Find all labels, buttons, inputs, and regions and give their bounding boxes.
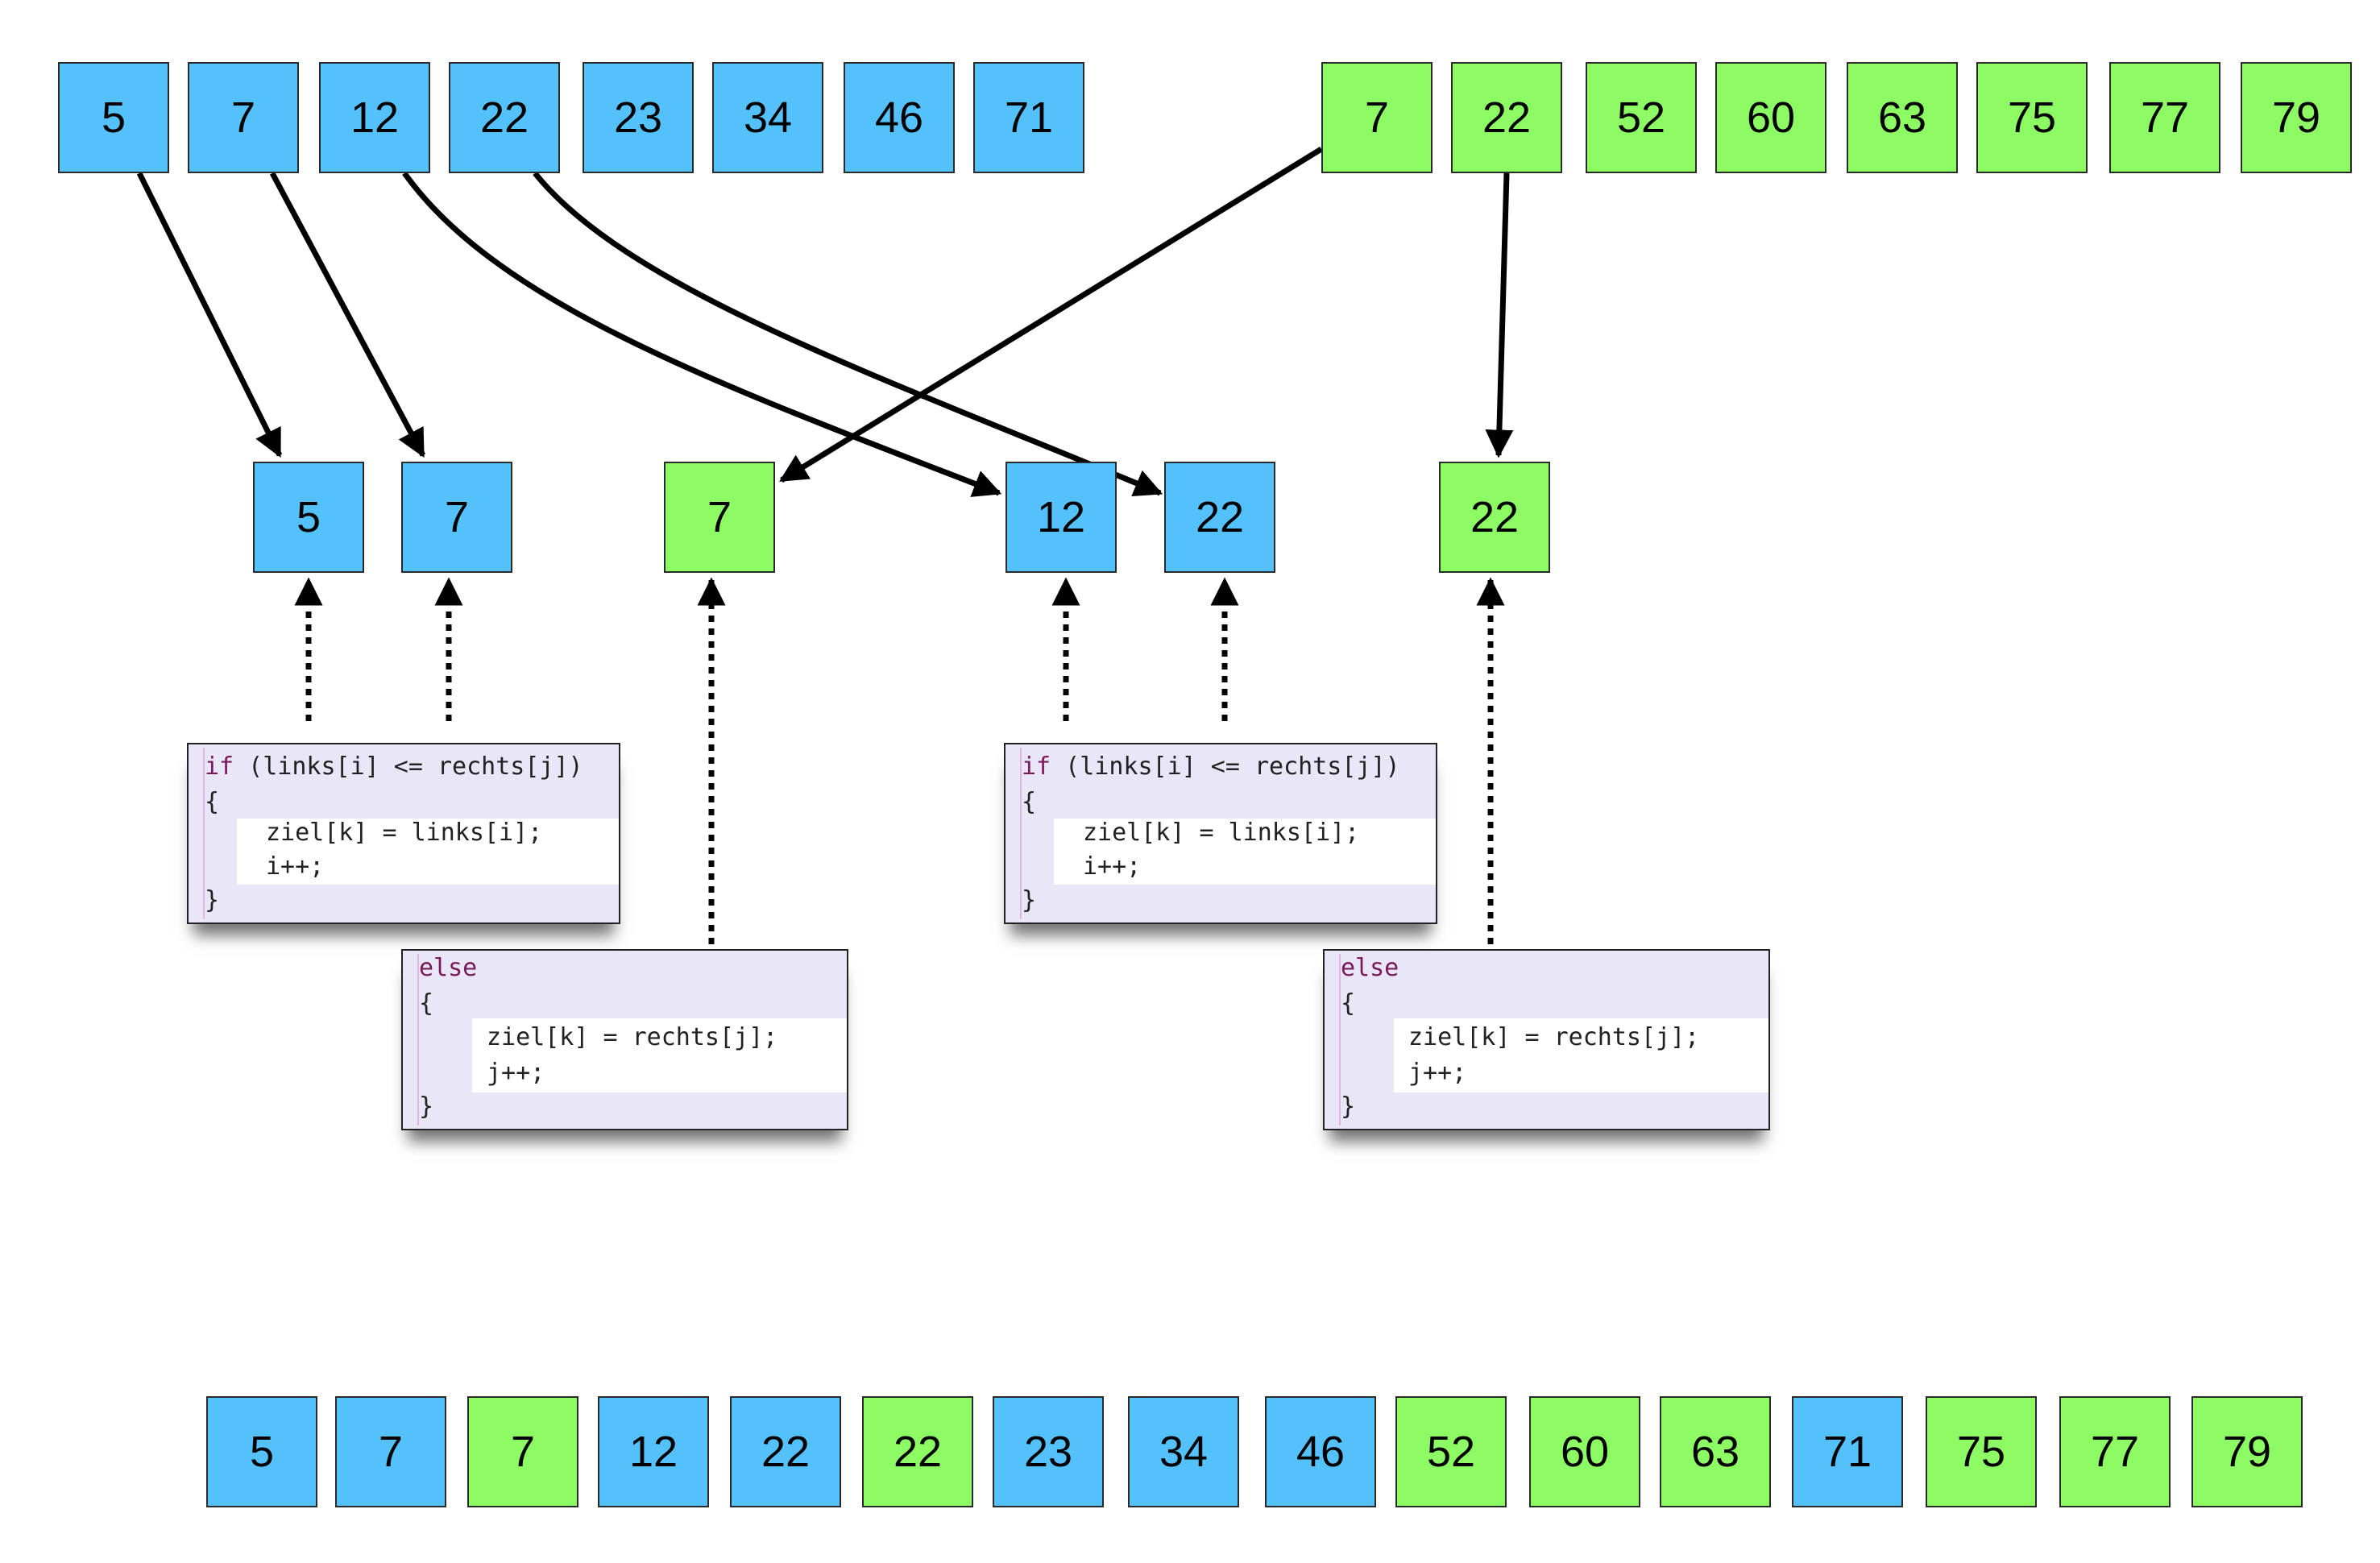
result-cell: 22 (862, 1396, 973, 1507)
intermediate-cell: 12 (1005, 462, 1117, 573)
result-cell: 12 (598, 1396, 709, 1507)
right-array-cell: 77 (2109, 62, 2220, 173)
arrow-left-5 (136, 172, 283, 458)
right-array-cell: 63 (1847, 62, 1958, 173)
result-cell: 5 (206, 1396, 317, 1507)
intermediate-cell: 5 (253, 462, 364, 573)
code-else-box: else { ziel[k] = rechts[j]; j++; } (1323, 949, 1770, 1130)
result-cell: 60 (1529, 1396, 1640, 1507)
code-line: } (1022, 886, 1037, 914)
code-line: ziel[k] = rechts[j]; (487, 1023, 778, 1051)
result-cell: 7 (335, 1396, 446, 1507)
code-if-box: if (links[i] <= rechts[j]) { ziel[k] = l… (187, 743, 620, 924)
result-cell: 22 (730, 1396, 841, 1507)
left-array-cell: 7 (188, 62, 299, 173)
result-cell: 75 (1926, 1396, 2037, 1507)
left-array-cell: 71 (973, 62, 1084, 173)
arrow-left-7 (269, 172, 426, 458)
right-array-cell: 79 (2241, 62, 2352, 173)
left-array-cell: 12 (319, 62, 430, 173)
result-cell: 79 (2191, 1396, 2303, 1507)
left-array-cell: 34 (712, 62, 823, 173)
code-line: i++; (266, 852, 325, 881)
result-cell: 71 (1792, 1396, 1903, 1507)
arrow-right-7 (779, 147, 1323, 483)
result-cell: 46 (1265, 1396, 1376, 1507)
code-line: } (205, 886, 220, 914)
code-line: { (1022, 788, 1037, 816)
arrow-left-22 (533, 171, 1163, 497)
code-line: i++; (1083, 852, 1142, 881)
code-line: } (419, 1092, 434, 1121)
intermediate-cell: 7 (664, 462, 775, 573)
right-array-cell: 7 (1321, 62, 1433, 173)
code-line: } (1341, 1092, 1356, 1121)
result-cell: 52 (1395, 1396, 1507, 1507)
result-cell: 63 (1660, 1396, 1771, 1507)
intermediate-cell: 22 (1439, 462, 1550, 573)
code-line: else (1341, 954, 1399, 982)
result-cell: 23 (993, 1396, 1104, 1507)
right-array-cell: 75 (1976, 62, 2088, 173)
code-if-box: if (links[i] <= rechts[j]) { ziel[k] = l… (1004, 743, 1437, 924)
result-cell: 7 (467, 1396, 578, 1507)
code-line: else (419, 954, 478, 982)
arrow-right-22 (1485, 172, 1514, 458)
arrow-left-12 (402, 171, 1002, 497)
code-gutter (203, 748, 205, 919)
right-array-cell: 60 (1715, 62, 1826, 173)
code-line: j++; (1408, 1059, 1467, 1087)
right-array-cell: 52 (1586, 62, 1697, 173)
code-line: { (419, 989, 434, 1018)
left-array-cell: 22 (449, 62, 560, 173)
result-cell: 77 (2059, 1396, 2171, 1507)
code-line: j++; (487, 1059, 545, 1087)
left-array-cell: 46 (844, 62, 955, 173)
code-line: ziel[k] = links[i]; (266, 819, 543, 847)
right-array-cell: 22 (1451, 62, 1562, 173)
code-line: if (links[i] <= rechts[j]) (1022, 752, 1400, 781)
code-gutter (417, 954, 419, 1126)
code-line: ziel[k] = rechts[j]; (1408, 1023, 1700, 1051)
left-array-cell: 5 (58, 62, 169, 173)
intermediate-cell: 7 (401, 462, 512, 573)
code-gutter (1339, 954, 1341, 1126)
code-else-box: else { ziel[k] = rechts[j]; j++; } (401, 949, 848, 1130)
left-array-cell: 23 (583, 62, 694, 173)
code-line: ziel[k] = links[i]; (1083, 819, 1360, 847)
code-line: if (links[i] <= rechts[j]) (205, 752, 583, 781)
code-gutter (1020, 748, 1022, 919)
result-cell: 34 (1128, 1396, 1239, 1507)
code-line: { (205, 788, 220, 816)
code-line: { (1341, 989, 1356, 1018)
intermediate-cell: 22 (1164, 462, 1275, 573)
